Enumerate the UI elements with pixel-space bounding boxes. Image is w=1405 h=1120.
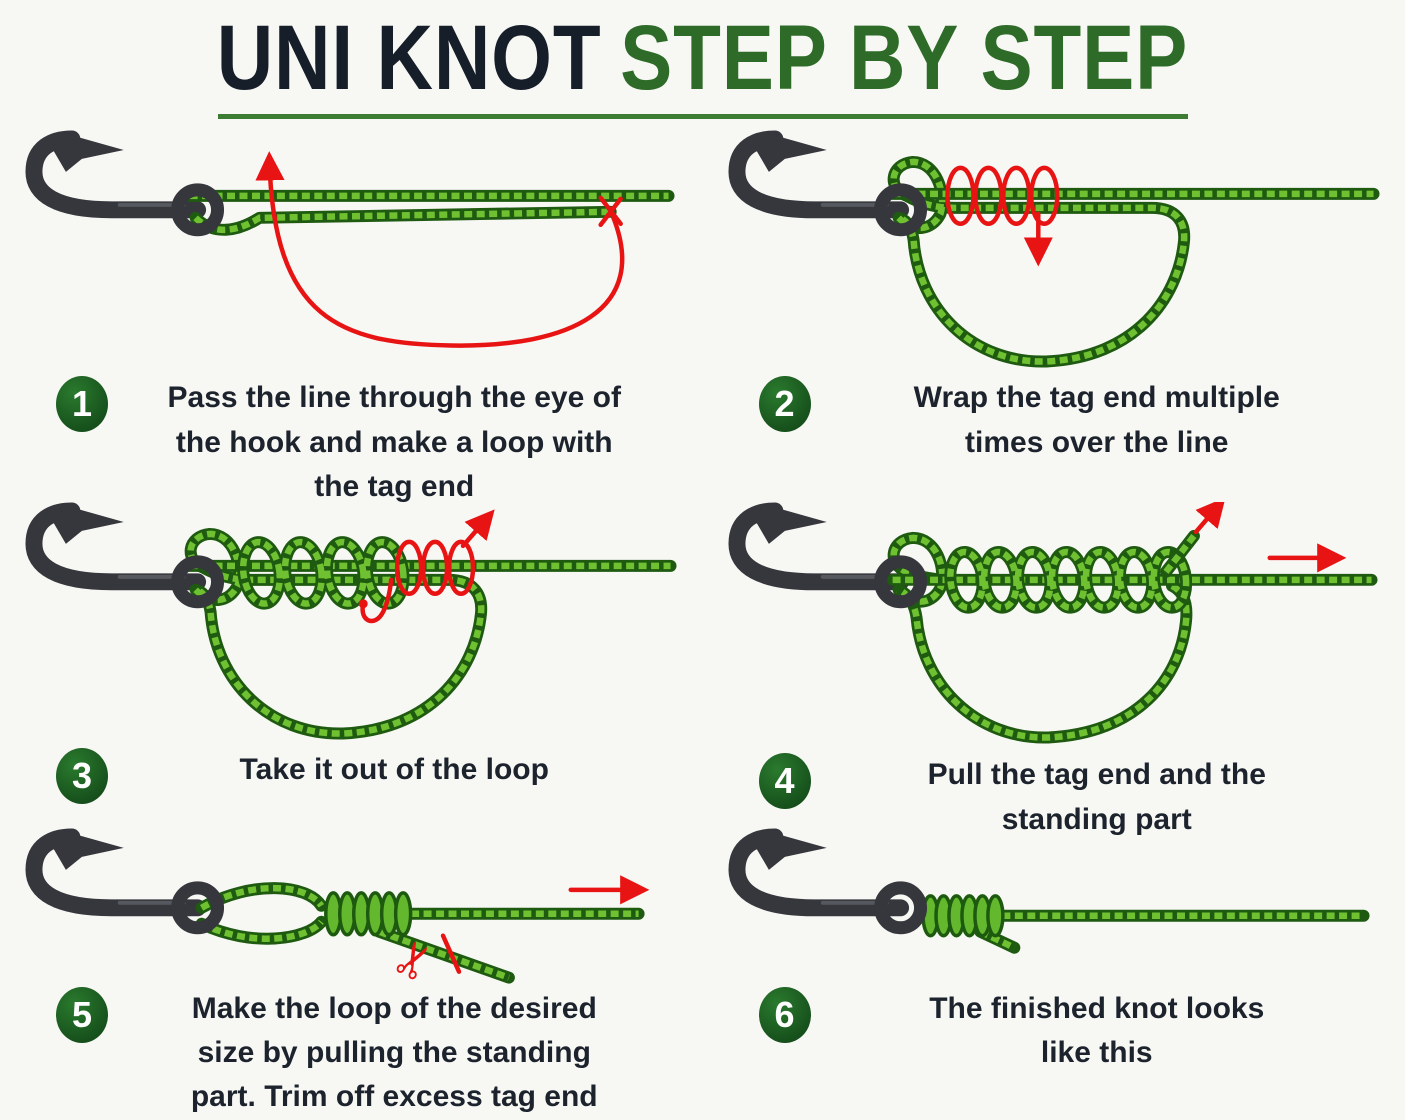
step3-row: 3 Take it out of the loop <box>12 746 691 805</box>
step-number-badge: 4 <box>758 753 811 810</box>
loop-arrow-icon <box>255 151 625 348</box>
step4-illustration <box>715 502 1394 751</box>
step-number: 2 <box>774 383 795 425</box>
step5-row: 5 Make the loop of the desired size by p… <box>12 985 691 1120</box>
step-number-badge: 2 <box>758 376 811 433</box>
step-number-badge: 1 <box>56 376 108 433</box>
panel-step-2: 2 Wrap the tag end multiple times over t… <box>715 130 1394 502</box>
step-number: 6 <box>774 993 795 1035</box>
knot-barrel <box>324 891 413 937</box>
step5-illustration: ✂ <box>12 820 691 985</box>
fishing-hook-icon <box>736 132 900 210</box>
fishing-hook-icon <box>736 830 900 908</box>
panel-step-4: 4 Pull the tag end and the standing part <box>715 502 1394 836</box>
fishing-hook-icon <box>34 132 198 210</box>
step2-caption: Wrap the tag end multiple times over the… <box>913 381 1280 459</box>
step2-row: 2 Wrap the tag end multiple times over t… <box>715 374 1394 465</box>
step1-row: 1 Pass the line through the eye of the h… <box>12 374 691 509</box>
step5-caption: Make the loop of the desired size by pul… <box>190 991 598 1114</box>
up-right-arrow-icon <box>1193 502 1226 535</box>
fishing-hook-icon <box>34 504 198 582</box>
step6-row: 6 The finished knot looks like this <box>715 985 1394 1076</box>
step-number-badge: 5 <box>56 986 108 1043</box>
step-number-badge: 6 <box>758 986 811 1043</box>
panel-step-1: 1 Pass the line through the eye of the h… <box>12 130 691 503</box>
step6-caption: The finished knot looks like this <box>929 991 1265 1070</box>
fishing-hook-icon <box>34 830 198 908</box>
step-number: 5 <box>71 993 93 1035</box>
wrap-coil-icon <box>944 165 1059 227</box>
title-underline <box>217 114 1188 119</box>
step2-illustration <box>715 130 1394 374</box>
step4-row: 4 Pull the tag end and the standing part <box>715 751 1394 842</box>
cut-mark <box>440 933 462 974</box>
step6-illustration <box>715 820 1394 985</box>
step-number: 3 <box>71 755 93 797</box>
panel-step-3: 3 Take it out of the loop <box>12 502 691 820</box>
fishing-hook-icon <box>736 504 900 582</box>
title-part-knot: UNI KNOT <box>216 7 602 109</box>
title-part-step: STEP BY STEP <box>620 7 1189 109</box>
step1-illustration <box>12 130 691 374</box>
step3-caption: Take it out of the loop <box>239 753 549 787</box>
pull-curve-icon <box>360 577 394 624</box>
step4-caption: Pull the tag end and the standing part <box>927 758 1266 836</box>
cross-mark-icon <box>598 195 623 228</box>
step-number: 1 <box>71 383 93 425</box>
up-right-arrow-icon <box>460 509 495 549</box>
pull-coil-icon <box>394 539 476 597</box>
panel-step-6: 6 The finished knot looks like this <box>715 820 1394 1119</box>
step3-illustration <box>12 502 691 746</box>
step-number: 4 <box>774 760 795 802</box>
panel-step-5: ✂ 5 Make the loop of the desired size by… <box>12 820 691 1119</box>
finished-knot-barrel <box>920 894 1005 938</box>
steps-grid: 1 Pass the line through the eye of the h… <box>0 130 1405 1119</box>
step1-caption: Pass the line through the eye of the hoo… <box>167 381 621 504</box>
step-number-badge: 3 <box>56 748 108 805</box>
